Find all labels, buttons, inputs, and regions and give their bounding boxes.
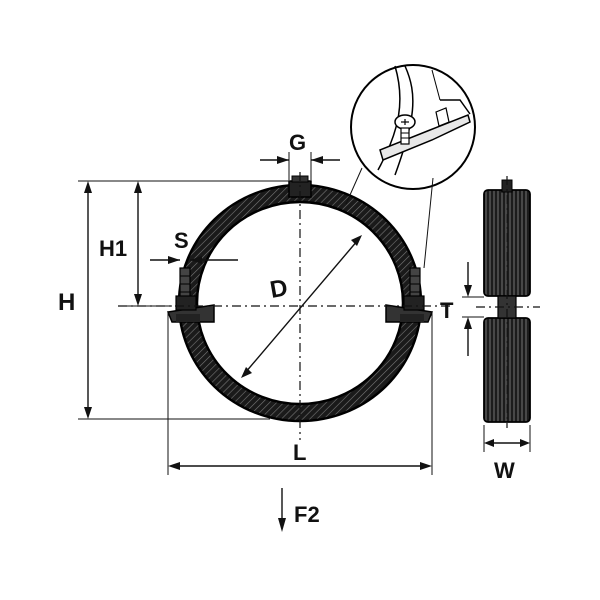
label-T: T — [440, 298, 454, 323]
label-G: G — [289, 130, 306, 155]
clamp-front-view — [118, 172, 452, 440]
label-S: S — [174, 228, 189, 253]
label-H1: H1 — [99, 236, 127, 261]
label-L: L — [293, 440, 306, 465]
label-D: D — [268, 274, 290, 304]
dim-D — [244, 239, 359, 374]
dimensions — [78, 152, 433, 532]
label-W: W — [494, 458, 515, 483]
clamp-side-view — [462, 176, 540, 452]
screw-detail-callout — [345, 64, 476, 269]
label-H: H — [58, 289, 75, 316]
label-F2: F2 — [294, 502, 320, 527]
right-screw — [385, 267, 434, 323]
